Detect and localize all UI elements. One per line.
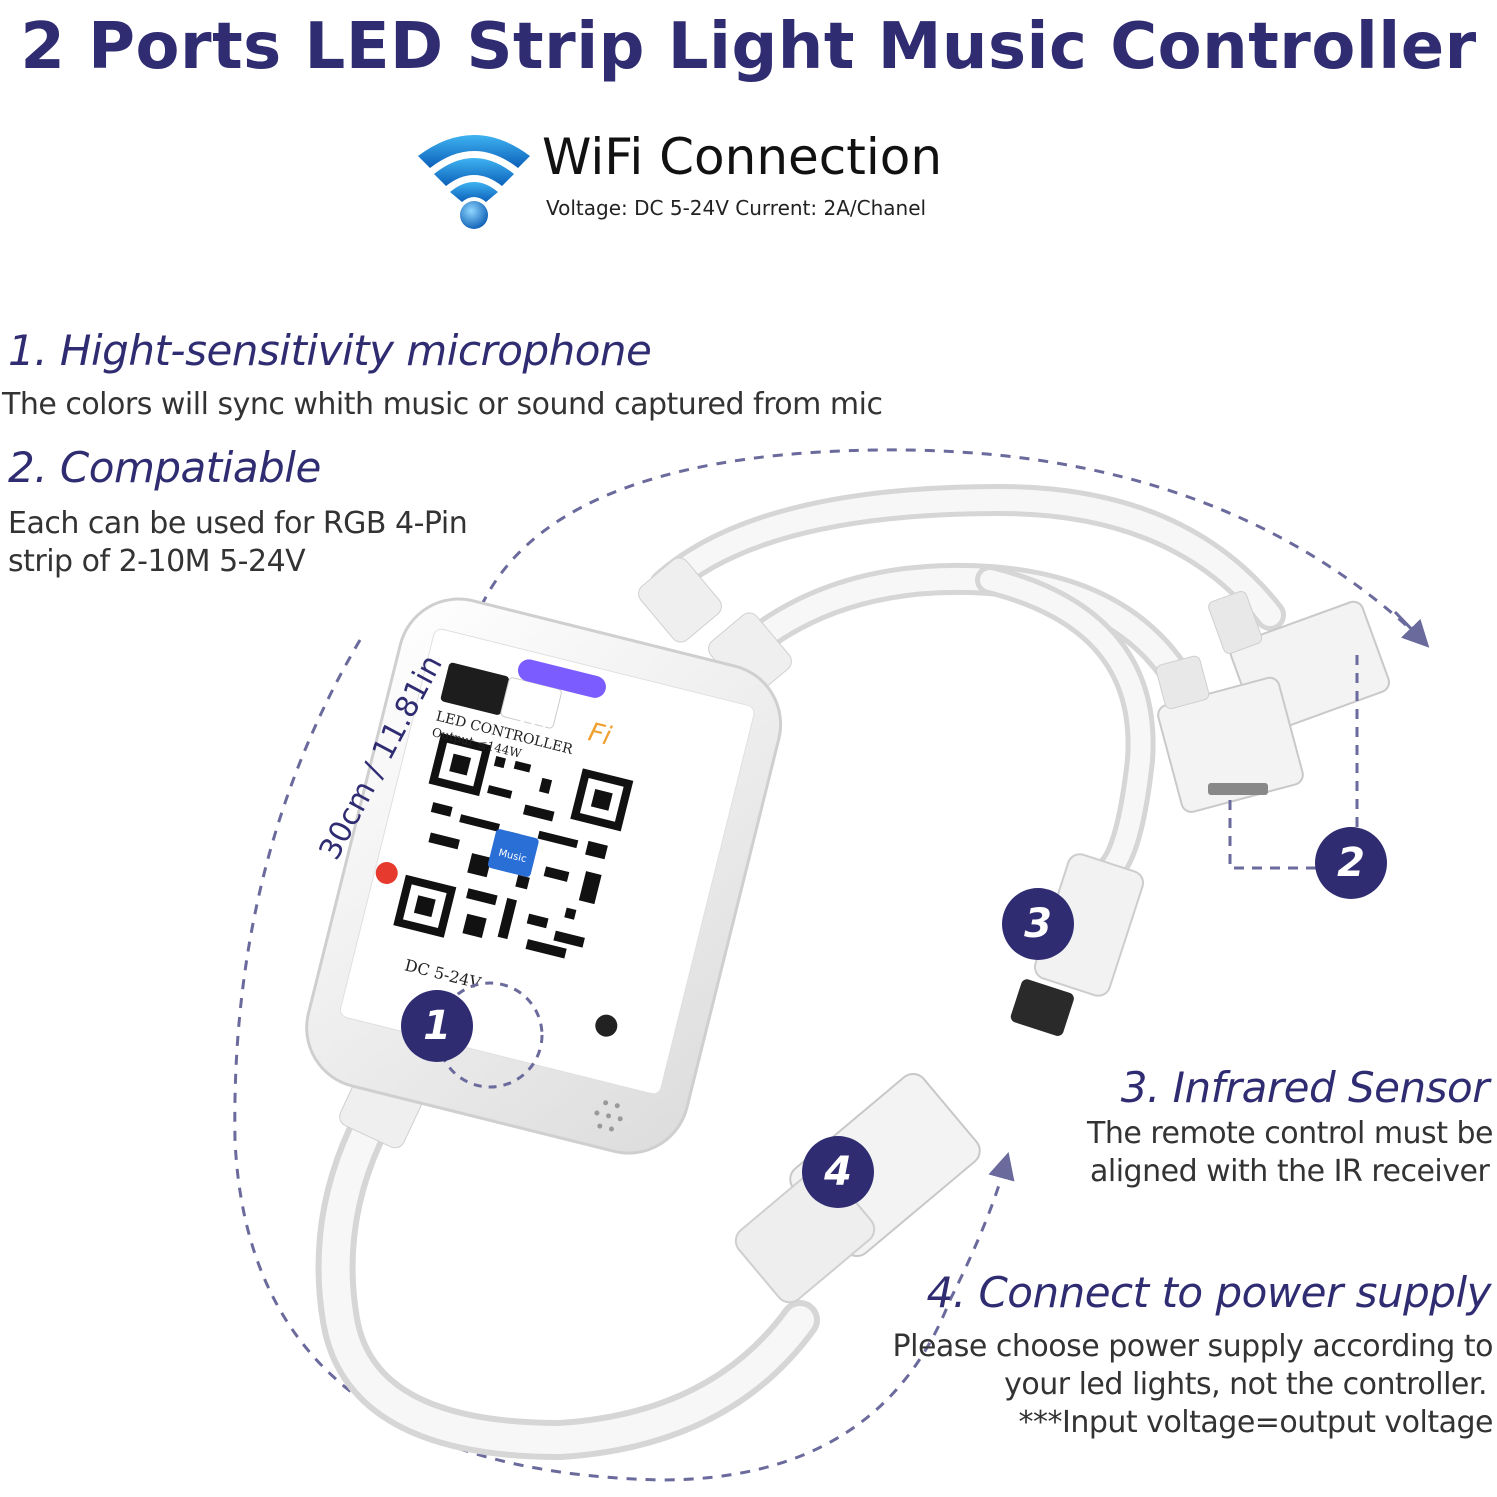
wifi-specs: Voltage: DC 5-24V Current: 2A/Chanel [546, 196, 927, 220]
feature-3-text-line1: The remote control must be [1087, 1116, 1494, 1151]
feature-3-text-line2: aligned with the IR receiver [1090, 1154, 1490, 1189]
page-title: 2 Ports LED Strip Light Music Controller [20, 10, 1477, 84]
ir-sensor [1010, 853, 1145, 1036]
length-arc [468, 448, 1422, 640]
feature-2-heading: 2. Compatiable [8, 443, 321, 492]
feature-3-heading: 3. Infrared Sensor [1120, 1063, 1490, 1112]
feature-4-text-line1: Please choose power supply according to [892, 1329, 1494, 1364]
badge-2: 2 [1315, 827, 1387, 899]
feature-1-text: The colors will sync whith music or soun… [2, 387, 883, 422]
wifi-icon [418, 135, 530, 229]
badge-4: 4 [802, 1136, 874, 1208]
feature-2-text-line2: strip of 2-10M 5-24V [8, 544, 306, 579]
badge-3: 3 [1002, 888, 1074, 960]
wifi-heading: WiFi Connection [542, 128, 943, 186]
qr-code: Music [392, 731, 635, 975]
controller-body: Music LED CONTROLLER Output ≤144W DC 5-2… [305, 597, 783, 1155]
feature-4-text-line2: your led lights, not the controller. [1004, 1367, 1487, 1402]
rgb-connector-b [1155, 655, 1304, 813]
feature-4-text-line3: ***Input voltage=output voltage [1018, 1405, 1493, 1440]
feature-4-heading: 4. Connect to power supply [926, 1268, 1492, 1317]
feature-2-text-line1: Each can be used for RGB 4-Pin [8, 506, 468, 541]
badge-1: 1 [401, 990, 473, 1062]
feature-1-heading: 1. Hight-sensitivity microphone [8, 326, 652, 375]
